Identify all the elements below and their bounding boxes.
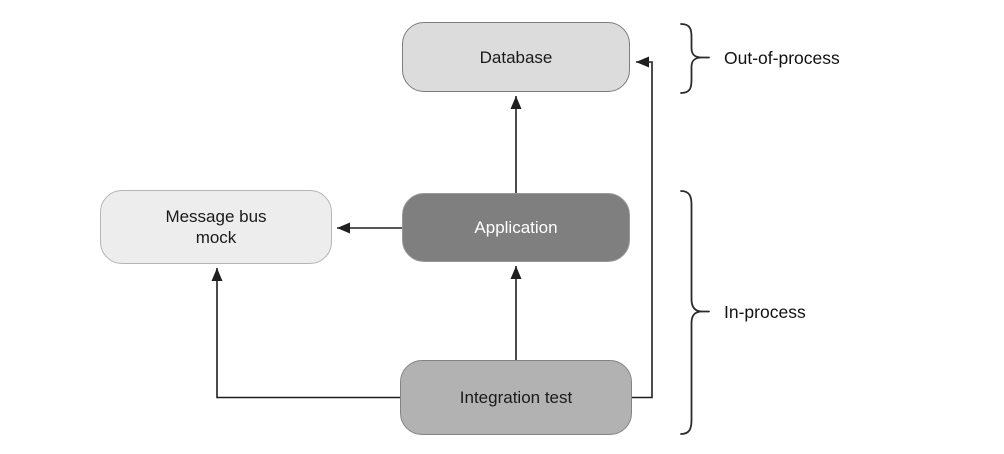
node-integration-test-label: Integration test <box>459 388 573 407</box>
brace-out-of-process <box>680 23 710 94</box>
brace-in-process <box>680 190 710 435</box>
node-database: Database <box>402 22 630 92</box>
annotation-out-of-process-label: Out-of-process <box>724 48 840 68</box>
node-integration-test: Integration test <box>400 360 632 435</box>
node-application: Application <box>402 193 630 262</box>
arrow-integration-test-to-database <box>632 56 653 399</box>
node-message-bus-mock-label: Message bus mock <box>165 207 267 247</box>
node-message-bus-mock: Message bus mock <box>100 190 332 264</box>
annotation-in-process-label: In-process <box>724 302 806 322</box>
node-database-label: Database <box>479 47 553 67</box>
annotation-out-of-process: Out-of-process <box>724 46 840 70</box>
arrow-integration-test-to-message-bus-mock <box>211 268 400 399</box>
annotation-in-process: In-process <box>724 300 806 324</box>
node-application-label: Application <box>474 218 558 237</box>
